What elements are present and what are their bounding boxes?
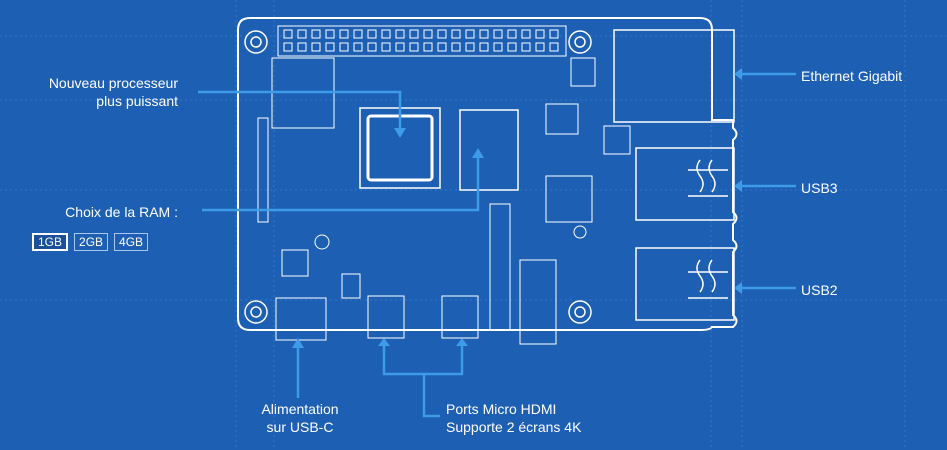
ram-title: Choix de la RAM : bbox=[65, 204, 178, 220]
mounting-holes bbox=[244, 30, 592, 324]
gpio-pin bbox=[381, 42, 391, 52]
gpio-pin bbox=[535, 29, 545, 39]
gpio-pin bbox=[339, 29, 349, 39]
gpio-pin bbox=[381, 29, 391, 39]
gpio-pin bbox=[465, 42, 475, 52]
gpio-pin bbox=[395, 29, 405, 39]
usb3-port bbox=[635, 147, 735, 221]
gpio-pin bbox=[493, 42, 503, 52]
gpio-pin bbox=[521, 42, 531, 52]
gpio-pin bbox=[479, 29, 489, 39]
gpio-pin bbox=[437, 29, 447, 39]
ram-chip bbox=[459, 109, 519, 191]
gpio-pin bbox=[549, 42, 559, 52]
gpio-pin bbox=[465, 29, 475, 39]
gpio-pin bbox=[423, 29, 433, 39]
small-components bbox=[257, 57, 631, 345]
gpio-pin bbox=[339, 42, 349, 52]
gpio-pin bbox=[353, 42, 363, 52]
gpio-pin bbox=[409, 29, 419, 39]
gpio-pin bbox=[549, 29, 559, 39]
gpio-pin bbox=[409, 42, 419, 52]
gpio-pin bbox=[535, 42, 545, 52]
gpio-pin bbox=[451, 42, 461, 52]
gpio-pin bbox=[367, 42, 377, 52]
ethernet-label: Ethernet Gigabit bbox=[801, 68, 903, 84]
usb3-label: USB3 bbox=[801, 180, 838, 196]
ram-options: 1GB 2GB 4GB bbox=[32, 233, 149, 251]
board-outline bbox=[237, 17, 738, 331]
processor-label-line1: Nouveau processeur bbox=[48, 75, 178, 91]
gpio-pin bbox=[493, 29, 503, 39]
gpio-pin bbox=[507, 42, 517, 52]
gpio-pin bbox=[311, 29, 321, 39]
arrowheads bbox=[292, 68, 742, 348]
usb2-label: USB2 bbox=[801, 282, 838, 298]
ram-option-1gb[interactable]: 1GB bbox=[32, 233, 69, 251]
gpio-pin bbox=[367, 29, 377, 39]
hdmi-label-line1: Ports Micro HDMI bbox=[446, 401, 557, 417]
processor-label: Nouveau processeur plus puissant bbox=[20, 74, 178, 110]
gpio-pin bbox=[311, 42, 321, 52]
hdmi-label-line2: Supporte 2 écrans 4K bbox=[446, 419, 582, 435]
ethernet-port bbox=[613, 29, 735, 123]
gpio-pin bbox=[423, 42, 433, 52]
gpio-pin bbox=[395, 42, 405, 52]
gpio-pin bbox=[437, 42, 447, 52]
power-label: Alimentation sur USB-C bbox=[232, 400, 368, 436]
gpio-pin bbox=[521, 29, 531, 39]
callout-lines bbox=[198, 72, 796, 418]
usb2-port bbox=[635, 247, 735, 321]
power-label-line2: sur USB-C bbox=[266, 419, 334, 435]
ram-option-2gb[interactable]: 2GB bbox=[74, 233, 109, 251]
gpio-pin bbox=[283, 29, 293, 39]
gpio-pin bbox=[283, 42, 293, 52]
gpio-pin bbox=[451, 29, 461, 39]
processor-label-line2: plus puissant bbox=[96, 93, 178, 109]
gpio-pin bbox=[297, 42, 307, 52]
ram-option-4gb[interactable]: 4GB bbox=[114, 233, 149, 251]
gpio-pin bbox=[297, 29, 307, 39]
gpio-pin bbox=[325, 42, 335, 52]
power-label-line1: Alimentation bbox=[261, 401, 339, 417]
gpio-pin bbox=[479, 42, 489, 52]
hdmi-label: Ports Micro HDMI Supporte 2 écrans 4K bbox=[446, 400, 581, 436]
gpio-pin bbox=[353, 29, 363, 39]
gpio-header bbox=[277, 25, 567, 57]
gpio-pin bbox=[325, 29, 335, 39]
gpio-pin bbox=[507, 29, 517, 39]
